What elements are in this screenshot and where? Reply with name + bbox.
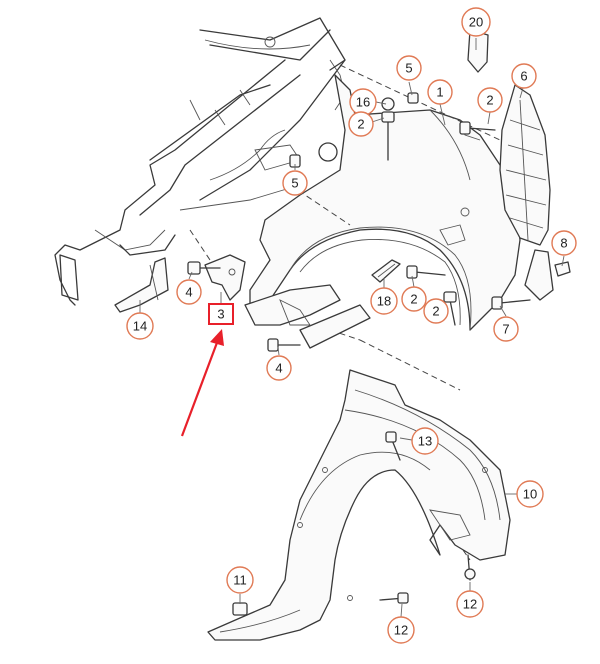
svg-text:10: 10 <box>523 487 537 502</box>
callout-1[interactable]: 1 <box>427 79 453 105</box>
callout-4-left[interactable]: 4 <box>176 279 202 305</box>
callout-16[interactable]: 16 <box>349 88 377 116</box>
bolt-icon <box>267 338 301 352</box>
svg-text:12: 12 <box>394 623 408 638</box>
mounting-bracket-3 <box>204 254 246 301</box>
body-frame-structure <box>54 17 346 306</box>
callout-5-top[interactable]: 5 <box>396 55 422 81</box>
svg-text:11: 11 <box>233 573 247 588</box>
callout-7[interactable]: 7 <box>493 316 519 342</box>
svg-text:13: 13 <box>418 434 432 449</box>
svg-text:18: 18 <box>377 294 391 309</box>
callout-5-mid[interactable]: 5 <box>282 170 308 196</box>
clip-icon <box>554 261 571 277</box>
callout-2-right[interactable]: 2 <box>477 87 503 113</box>
svg-text:5: 5 <box>291 176 298 191</box>
callout-2-top[interactable]: 2 <box>348 111 374 137</box>
callout-10[interactable]: 10 <box>516 480 544 508</box>
screw-icon <box>385 431 401 461</box>
svg-text:8: 8 <box>560 236 567 251</box>
screw-icon <box>464 554 476 581</box>
bolt-icon <box>459 121 496 135</box>
front-fender <box>249 74 521 331</box>
bolt-icon <box>443 291 457 326</box>
callout-20[interactable]: 20 <box>461 7 491 37</box>
screw-icon <box>379 592 409 604</box>
svg-text:4: 4 <box>185 285 192 300</box>
mounting-bracket-14 <box>114 257 169 313</box>
callout-2-mid[interactable]: 2 <box>401 286 427 312</box>
callout-13[interactable]: 13 <box>411 427 439 455</box>
svg-text:2: 2 <box>410 292 417 307</box>
svg-text:16: 16 <box>356 95 370 110</box>
lower-bracket <box>244 284 371 349</box>
clip-icon <box>232 602 248 616</box>
callout-4-bottom[interactable]: 4 <box>266 355 292 381</box>
callout-18[interactable]: 18 <box>370 287 398 315</box>
callout-11[interactable]: 11 <box>226 566 254 594</box>
svg-text:3: 3 <box>217 307 224 322</box>
callout-12-right[interactable]: 12 <box>456 590 484 618</box>
svg-text:7: 7 <box>502 322 509 337</box>
highlight-arrow <box>180 329 224 437</box>
fasteners <box>187 92 571 616</box>
bolt-icon <box>406 265 446 279</box>
bolt-icon <box>381 111 395 161</box>
callout-8[interactable]: 8 <box>551 230 577 256</box>
callout-14[interactable]: 14 <box>126 312 154 340</box>
svg-text:4: 4 <box>275 361 282 376</box>
svg-text:2: 2 <box>357 117 364 132</box>
seal-strip-20 <box>467 29 489 73</box>
svg-text:14: 14 <box>133 319 147 334</box>
svg-text:20: 20 <box>469 15 483 30</box>
svg-text:6: 6 <box>520 69 527 84</box>
svg-text:2: 2 <box>432 304 439 319</box>
clip-strip-18 <box>371 259 401 283</box>
nut-icon <box>407 92 419 104</box>
svg-text:12: 12 <box>463 597 477 612</box>
callout-2-low[interactable]: 2 <box>423 298 449 324</box>
nut-icon <box>381 97 395 111</box>
side-trim-panel <box>499 84 554 301</box>
callout-6[interactable]: 6 <box>511 63 537 89</box>
bolt-icon <box>187 261 221 275</box>
svg-text:2: 2 <box>486 93 493 108</box>
bolt-icon <box>491 296 531 310</box>
callout-12-bottom[interactable]: 12 <box>387 616 415 644</box>
callout-3-highlighted[interactable]: 3 <box>208 303 234 325</box>
svg-text:1: 1 <box>436 85 443 100</box>
svg-text:5: 5 <box>405 61 412 76</box>
